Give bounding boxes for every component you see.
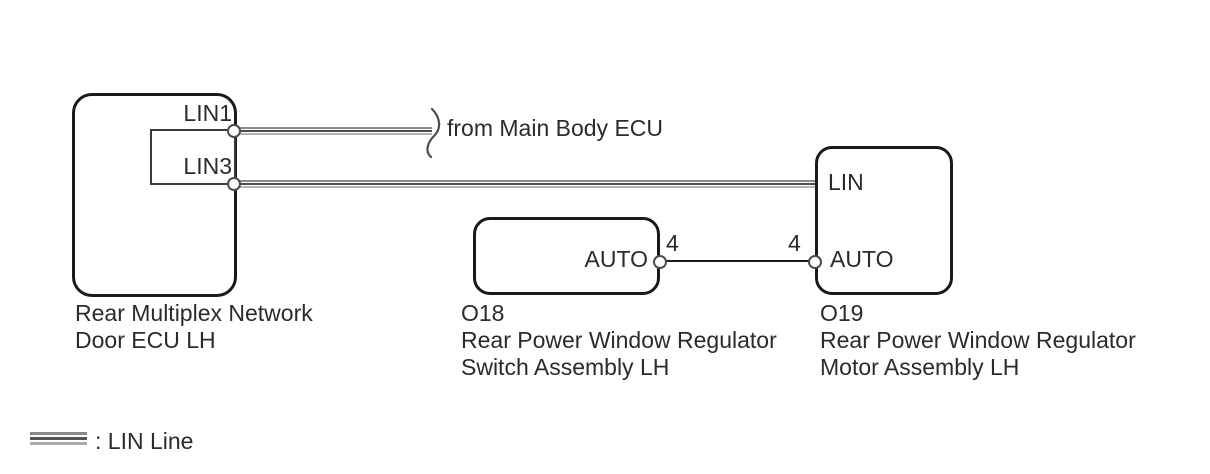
terminal-number-switch: 4 xyxy=(666,230,679,256)
motor-caption: O19 Rear Power Window Regulator Motor As… xyxy=(820,300,1136,381)
pin-label-lin3: LIN3 xyxy=(183,153,232,179)
pin-label-auto-switch: AUTO xyxy=(584,246,648,272)
terminal-number-motor: 4 xyxy=(788,230,801,256)
switch-caption: O18 Rear Power Window Regulator Switch A… xyxy=(461,300,777,381)
switch-caption-line1: Rear Power Window Regulator xyxy=(461,327,777,353)
terminal-circle-lin3 xyxy=(227,177,241,191)
legend-label: : LIN Line xyxy=(95,428,194,454)
motor-caption-line2: Motor Assembly LH xyxy=(820,354,1020,380)
switch-caption-line2: Switch Assembly LH xyxy=(461,354,670,380)
pin-label-lin-motor: LIN xyxy=(828,169,864,195)
ecu-box xyxy=(72,93,237,297)
terminal-circle-lin1 xyxy=(227,124,241,138)
lin-line-sample-icon xyxy=(30,432,87,445)
motor-code: O19 xyxy=(820,300,864,326)
ecu-caption-line2: Door ECU LH xyxy=(75,327,216,353)
wire-auto-to-auto xyxy=(666,260,809,262)
switch-assembly-box xyxy=(473,217,660,295)
terminal-circle-auto-motor xyxy=(808,255,822,269)
wire-break-icon xyxy=(426,107,441,159)
lin-wire-lin3-to-motor xyxy=(240,180,817,188)
pin-label-lin1: LIN1 xyxy=(183,100,232,126)
ecu-internal-connector xyxy=(150,129,236,185)
ecu-caption: Rear Multiplex Network Door ECU LH xyxy=(75,300,313,354)
ecu-caption-line1: Rear Multiplex Network xyxy=(75,300,313,326)
switch-code: O18 xyxy=(461,300,505,326)
motor-caption-line1: Rear Power Window Regulator xyxy=(820,327,1136,353)
pin-label-auto-motor: AUTO xyxy=(830,246,894,272)
motor-assembly-box xyxy=(815,146,953,295)
from-main-body-ecu-label: from Main Body ECU xyxy=(447,115,664,141)
lin-wire-to-main-body-ecu xyxy=(240,127,432,135)
terminal-circle-auto-switch xyxy=(653,255,667,269)
